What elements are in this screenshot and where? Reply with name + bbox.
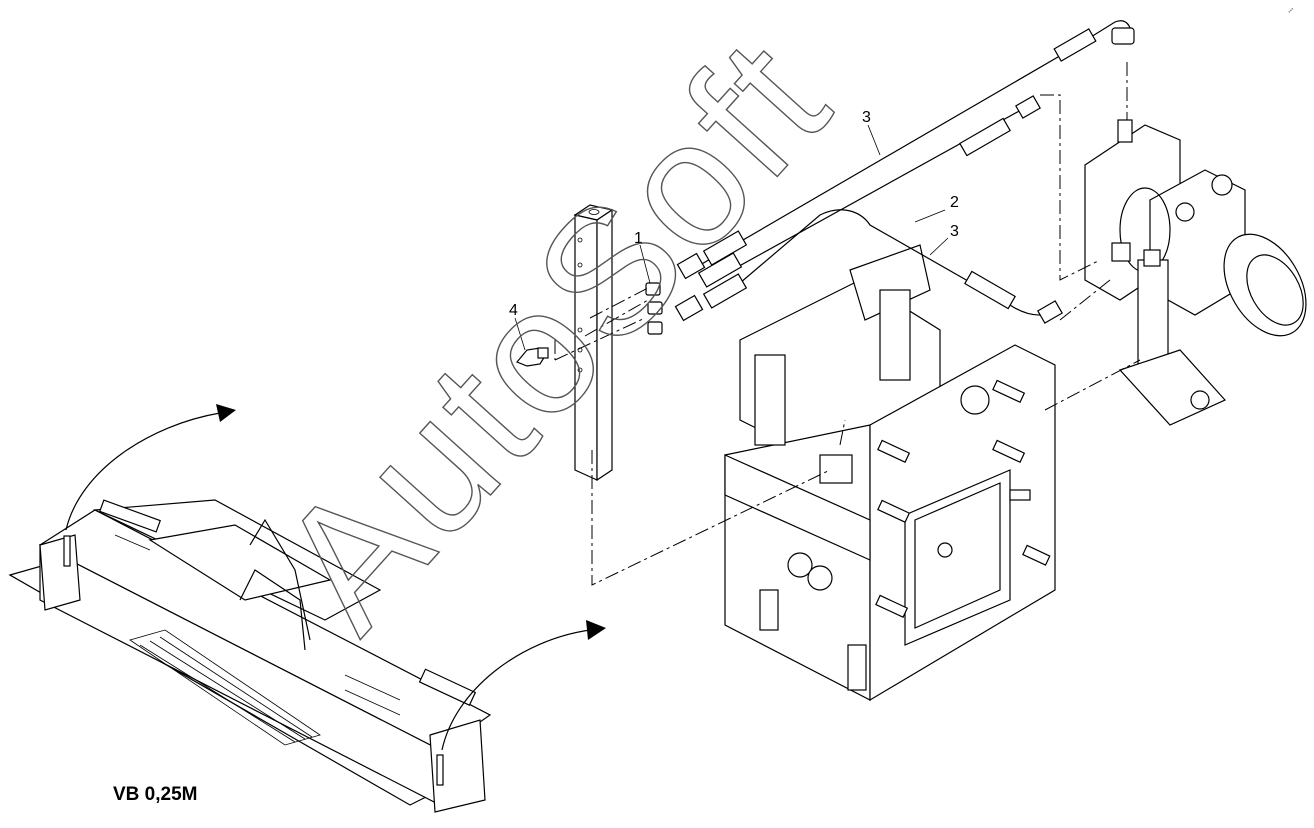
marker-right	[436, 754, 444, 786]
vertical-post	[573, 204, 614, 482]
fittings-item-1	[645, 282, 663, 335]
pump-assembly	[1084, 119, 1307, 426]
screed-overview-drawing	[8, 499, 492, 813]
stud	[875, 379, 1051, 619]
callout-3-upper: 3	[862, 109, 871, 126]
model-label: VB 0,25M	[113, 784, 197, 805]
callout-1: 1	[634, 230, 643, 247]
leader-lines	[554, 62, 1141, 586]
callout-3-lower: 3	[950, 223, 959, 240]
grease-nipple-item-4	[516, 347, 549, 367]
callout-2: 2	[950, 194, 959, 211]
hoses	[674, 20, 1135, 324]
callout-4: 4	[509, 302, 518, 319]
corner-mark: •••	[1287, 7, 1296, 16]
mounting-frame	[724, 244, 1056, 702]
arrow-right	[441, 620, 606, 751]
marker-left	[63, 535, 71, 567]
arrow-left	[65, 404, 236, 531]
